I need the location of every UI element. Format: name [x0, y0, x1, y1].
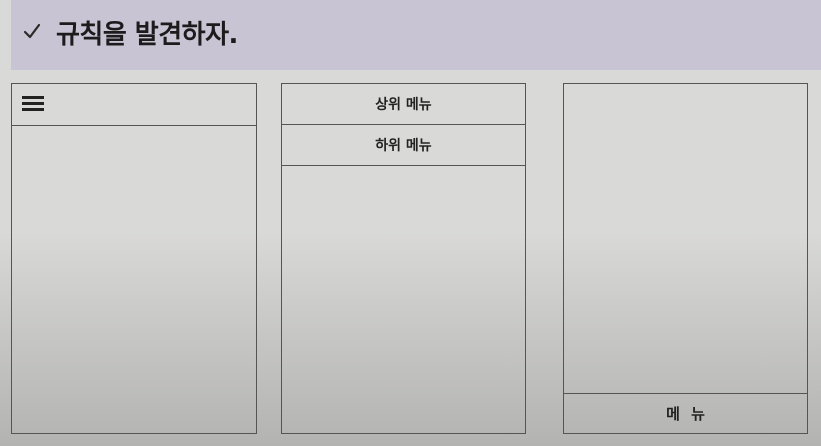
sub-menu-item[interactable]: 하위 메뉴	[282, 125, 525, 166]
slide-title: 규칙을 발견하자.	[56, 19, 238, 50]
bottom-menu-bar[interactable]: 메 뉴	[564, 393, 807, 433]
hamburger-menu-bar	[12, 84, 256, 126]
left-wireframe-panel	[11, 83, 257, 434]
right-wireframe-panel: 메 뉴	[563, 83, 808, 434]
title-band: 규칙을 발견하자.	[11, 0, 821, 70]
middle-wireframe-panel: 상위 메뉴 하위 메뉴	[281, 83, 526, 434]
check-icon	[20, 20, 44, 44]
top-menu-item[interactable]: 상위 메뉴	[282, 84, 525, 125]
hamburger-icon[interactable]	[22, 96, 44, 112]
